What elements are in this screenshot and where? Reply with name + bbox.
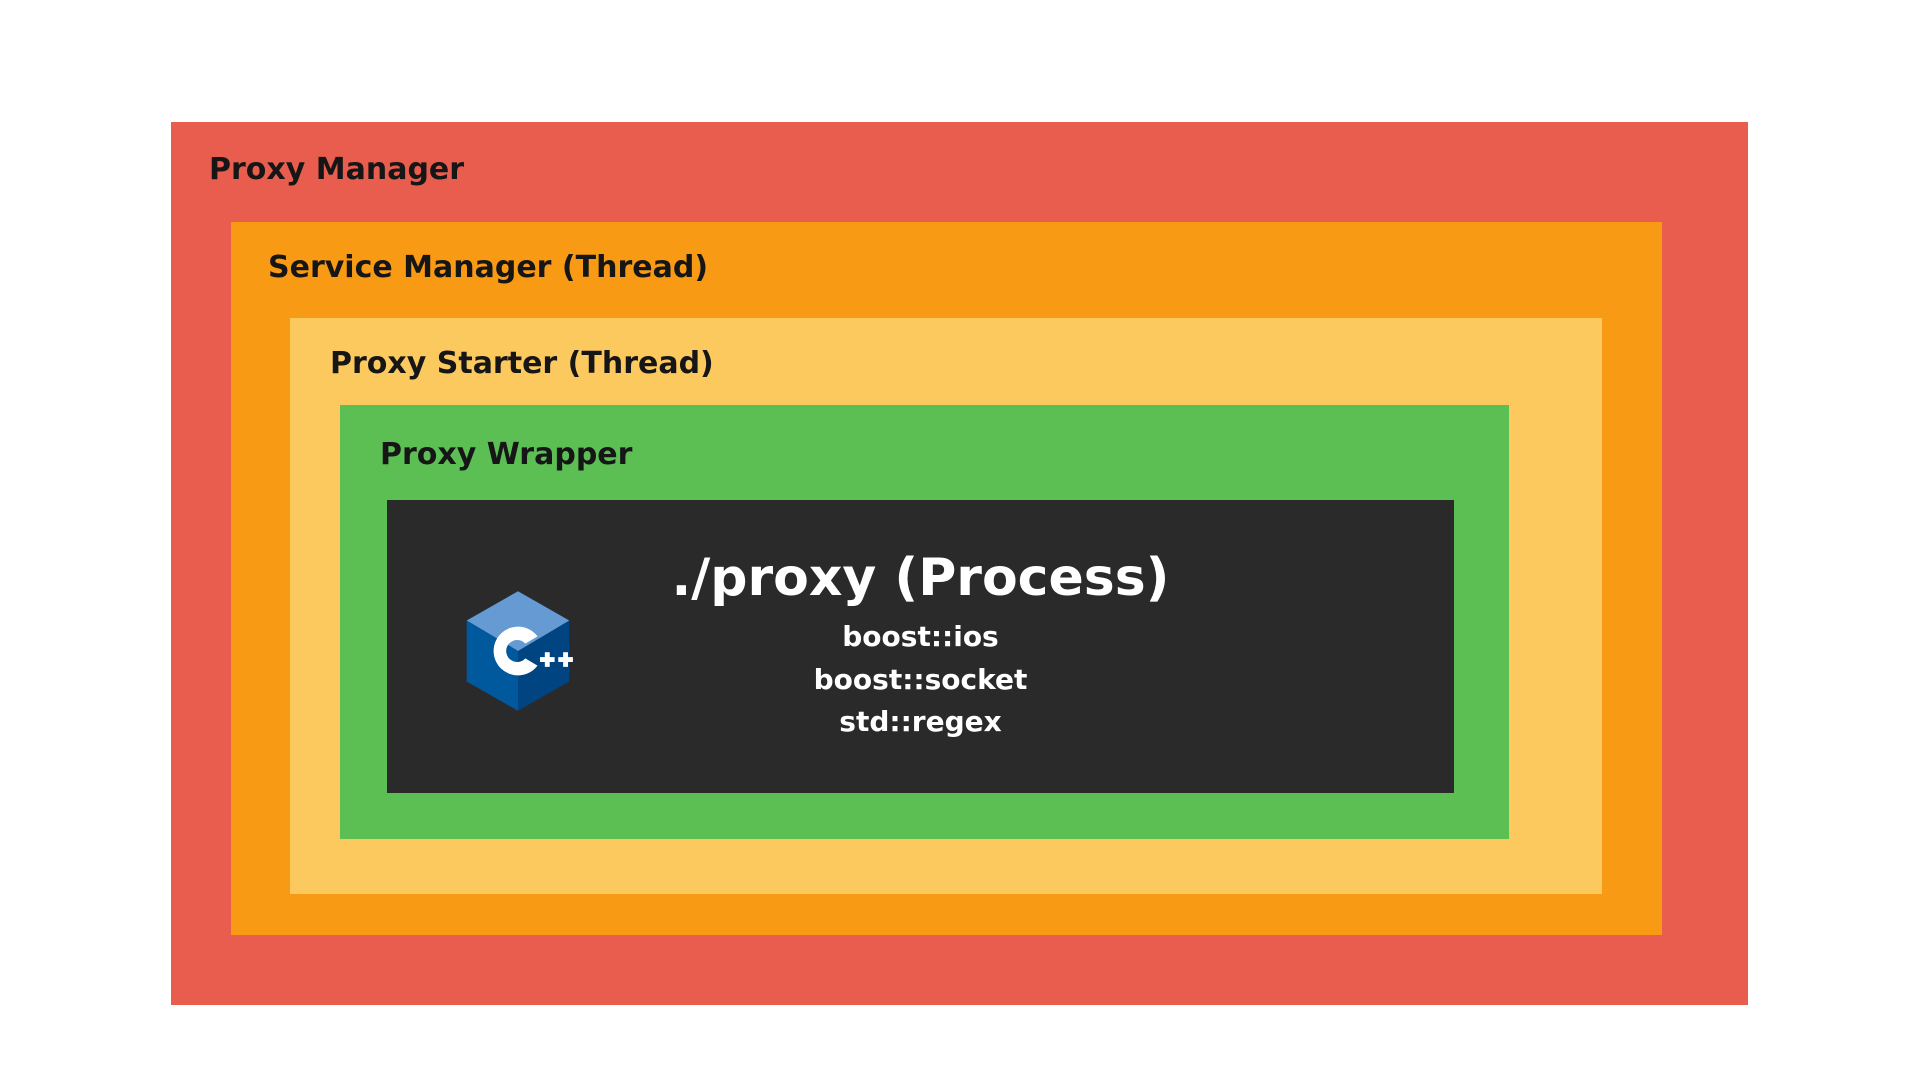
layer-proxy-wrapper-label: Proxy Wrapper bbox=[380, 437, 633, 472]
process-library-list: boost::ios boost::socket std::regex bbox=[814, 620, 1028, 739]
process-title: ./proxy (Process) bbox=[671, 548, 1170, 608]
layer-proxy-manager: Proxy Manager Service Manager (Thread) P… bbox=[171, 122, 1748, 1005]
layer-proxy-starter-label: Proxy Starter (Thread) bbox=[330, 346, 714, 381]
process-content: ./proxy (Process) boost::ios boost::sock… bbox=[387, 500, 1454, 793]
process-library-item: std::regex bbox=[839, 705, 1002, 739]
cpp-logo-icon bbox=[466, 591, 573, 711]
layer-proxy-starter: Proxy Starter (Thread) Proxy Wrapper bbox=[290, 318, 1602, 894]
layer-service-manager-label: Service Manager (Thread) bbox=[268, 250, 709, 285]
layer-proxy-manager-label: Proxy Manager bbox=[209, 152, 465, 187]
process-library-item: boost::socket bbox=[813, 662, 1028, 696]
layer-service-manager: Service Manager (Thread) Proxy Starter (… bbox=[231, 222, 1662, 935]
layer-proxy-wrapper: Proxy Wrapper bbox=[340, 405, 1509, 839]
process-box: ./proxy (Process) boost::ios boost::sock… bbox=[387, 500, 1454, 793]
process-library-item: boost::ios bbox=[842, 620, 999, 653]
